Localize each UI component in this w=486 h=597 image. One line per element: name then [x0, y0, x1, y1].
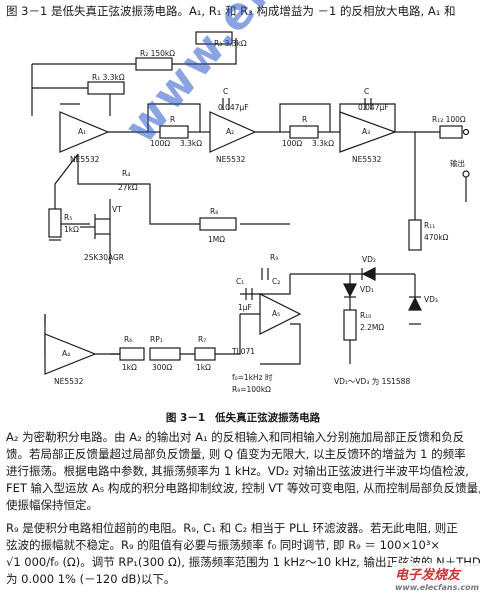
corner-logo-text: 电子发烧友: [395, 568, 461, 583]
rp1-label: RP₁: [150, 335, 163, 344]
rp1-value: 300Ω: [152, 363, 172, 372]
vd1-label: VD₁: [360, 285, 374, 294]
r-mid-label: R: [302, 115, 307, 124]
diode-note: VD₁～VD₃ 为 1S1588: [334, 376, 410, 386]
resistors: [48, 31, 463, 361]
capacitors: [222, 98, 372, 300]
para2-line-2: 弦波的振幅就不稳定。R₉ 的阻值有必要与振荡频率 f₀ 同时调节, 即 R₉ ＝…: [6, 538, 441, 552]
r5-label: R₅: [64, 213, 72, 222]
r6-value: 1kΩ: [122, 363, 137, 372]
corner-logo-url: www.elecfans.com: [395, 583, 479, 592]
r4-label: R₄: [122, 169, 130, 178]
output-label: 输出: [450, 158, 465, 168]
output-terminal: [462, 128, 470, 202]
fet-part: 2SK30AGR: [84, 253, 124, 262]
a1-part: NE5532: [70, 155, 100, 164]
caption-number: 图 3－1: [165, 412, 206, 424]
r6-label: R₆: [124, 335, 132, 344]
a2-label: A₂: [226, 127, 234, 136]
r8-value: 1MΩ: [208, 235, 225, 244]
para1-line-5: 使振幅保持恒定。: [6, 498, 98, 512]
fet: [80, 214, 110, 239]
diodes: [343, 267, 422, 311]
r7-label: R₇: [198, 335, 206, 344]
r100-label-1: 100Ω: [150, 139, 170, 148]
r10-label: R₁₀: [360, 311, 371, 320]
ground: [49, 239, 421, 325]
vd2-label: VD₂: [362, 255, 376, 264]
freq-note: f₀=1kHz 时: [232, 372, 273, 382]
c-a2-value: 0.047μF: [218, 103, 249, 112]
c-a2-label: C: [223, 87, 228, 96]
r4-value: 27kΩ: [118, 183, 138, 192]
oscillator-schematic: R₃ 3.3kΩ R₂ 150kΩ R₁ 3.3kΩ C 0.047μF C 0…: [31, 31, 470, 394]
r2-label: R₂ 150kΩ: [140, 49, 175, 58]
r12-label: R₁₂ 100Ω: [432, 115, 466, 124]
a5-part: TL071: [231, 347, 255, 356]
r8-label: R₈: [210, 207, 218, 216]
r100-label-2: 100Ω: [282, 139, 302, 148]
a4-part: NE5532: [54, 377, 84, 386]
r1-label: R₁ 3.3kΩ: [92, 73, 125, 82]
para1-line-2: 馈。若局部正反馈量超过局部负反馈量, 则 Q 值变为无限大, 以主反馈环的增益为…: [6, 447, 466, 461]
r7-value: 1kΩ: [196, 363, 211, 372]
para2-line-3: √1 000/f₀ (Ω)。调节 RP₁(300 Ω), 振荡频率范围为 1 k…: [6, 555, 480, 569]
a3-part: NE5532: [352, 155, 382, 164]
para2-line-4: 为 0.000 1% (－120 dB)以下。: [6, 572, 176, 586]
vt-label: VT: [112, 205, 122, 214]
a1-label: A₁: [78, 127, 86, 136]
para2-line-1: R₉ 是使积分电路相位超前的电阻。R₉, C₁ 和 C₂ 相当于 PLL 环滤波…: [6, 521, 458, 535]
a3-label: A₃: [362, 127, 370, 136]
r5-value: 1kΩ: [64, 225, 79, 234]
caption-title: 低失真正弦波振荡电路: [215, 412, 321, 424]
r33-label-2: 3.3kΩ: [312, 139, 334, 148]
corner-logo: 电子发烧友 www.elecfans.com: [392, 563, 482, 593]
para1-line-4: FET 输入型运放 A₅ 构成的积分电路抑制纹波, 控制 VT 等效可变电阻, …: [6, 481, 480, 495]
op-amps: [44, 111, 397, 375]
figure-caption: 图 3－1 低失真正弦波振荡电路: [0, 410, 486, 425]
r9-note: R₉=100kΩ: [232, 385, 271, 394]
intro-line: 图 3－1 是低失真正弦波振荡电路。A₁, R₁ 和 R₃ 构成增益为 －1 的…: [6, 4, 456, 18]
para1-line-3: 进行振荡。根据电路中参数, 其振荡频率为 1 kHz。VD₂ 对输出正弦波进行半…: [6, 464, 469, 478]
r11-value: 470kΩ: [424, 233, 449, 242]
c-a3-label: C: [364, 87, 369, 96]
r33-label-1: 3.3kΩ: [180, 139, 202, 148]
a2-part: NE5532: [216, 155, 246, 164]
a5-label: A₅: [272, 309, 280, 318]
schematic-labels: R₃ 3.3kΩ R₂ 150kΩ R₁ 3.3kΩ C 0.047μF C 0…: [54, 39, 466, 394]
c1-value: 1μF: [238, 303, 252, 312]
r-a1-label: R: [170, 115, 175, 124]
para1-line-1: A₂ 为密勒积分电路。由 A₂ 的输出对 A₁ 的反相输入和同相输入分别施加局部…: [6, 430, 465, 444]
vd3-label: VD₃: [424, 295, 438, 304]
r3-label: R₃ 3.3kΩ: [214, 39, 247, 48]
r11-label: R₁₁: [424, 221, 435, 230]
c2-label: C₂: [272, 277, 280, 286]
c1-label: C₁: [236, 277, 244, 286]
a4-label: A₄: [62, 349, 70, 358]
r10-value: 2.2MΩ: [360, 323, 384, 332]
r9-label: R₉: [270, 253, 278, 262]
c-a3-value: 0.047μF: [358, 103, 389, 112]
